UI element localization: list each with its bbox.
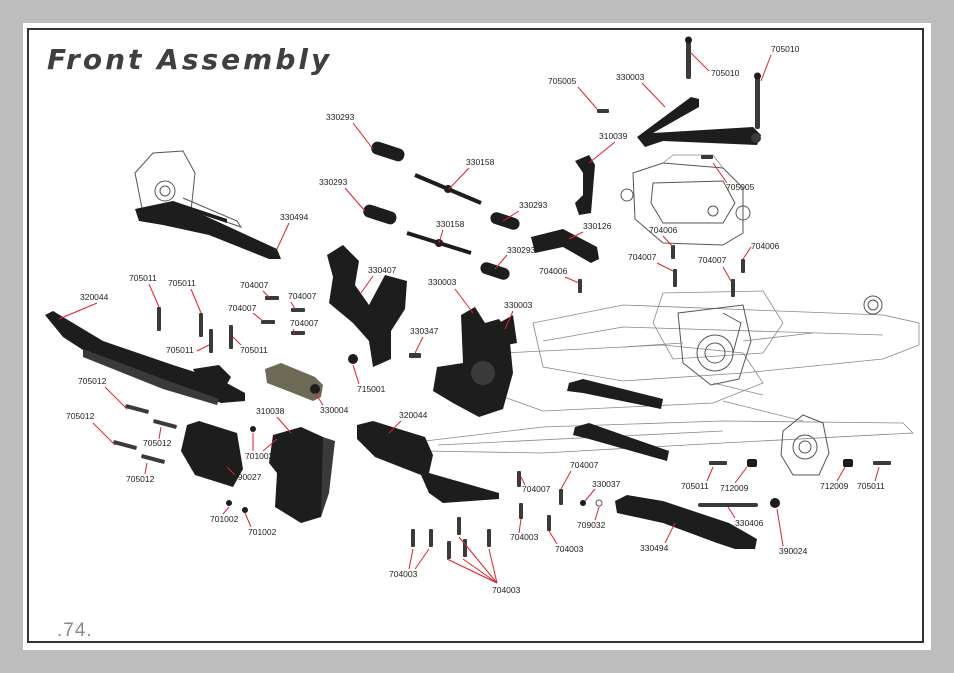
page-number: .74. bbox=[57, 620, 93, 641]
callout-label: 704003 bbox=[510, 532, 539, 542]
chassis-outline bbox=[424, 290, 920, 454]
bulkhead-310038 bbox=[269, 427, 335, 523]
callout-label: 390024 bbox=[779, 546, 808, 556]
callout-label: 704007 bbox=[240, 280, 269, 290]
callout-label: 330003 bbox=[616, 72, 645, 82]
callout-label: 704006 bbox=[649, 225, 678, 235]
callout-label: 330003 bbox=[428, 277, 457, 287]
callout-label: 705005 bbox=[548, 76, 577, 86]
upper-arm-330003 bbox=[637, 97, 761, 147]
callout-label: 705011 bbox=[129, 273, 157, 283]
callout-label: 310039 bbox=[599, 131, 628, 141]
callout-label: 705011 bbox=[166, 345, 194, 355]
callout-label: 330293 bbox=[319, 177, 348, 187]
steering-knuckle-right bbox=[780, 414, 830, 476]
differential-gearbox bbox=[622, 304, 814, 386]
instruction-sheet: Front Assembly .74. bbox=[23, 23, 931, 650]
callout-label: 704007 bbox=[570, 460, 599, 470]
callout-label: 705011 bbox=[168, 278, 196, 288]
bearing-715001 bbox=[348, 354, 358, 364]
callout-label: 330126 bbox=[583, 221, 612, 231]
callout-label: 705011 bbox=[240, 345, 268, 355]
callout-label: 390027 bbox=[233, 472, 262, 482]
callout-label: 704003 bbox=[492, 585, 521, 595]
callout-label: 330494 bbox=[280, 212, 309, 222]
page-title: Front Assembly bbox=[47, 43, 333, 76]
callout-label: 704007 bbox=[698, 255, 727, 265]
callout-label: 330407 bbox=[368, 265, 397, 275]
callout-label: 705012 bbox=[126, 474, 155, 484]
skid-plate-320044 bbox=[357, 421, 499, 503]
callout-label: 712009 bbox=[720, 483, 749, 493]
callout-label: 705012 bbox=[66, 411, 95, 421]
bulkhead-assembly-right bbox=[620, 154, 751, 246]
page-border bbox=[27, 28, 924, 643]
callout-label: 330347 bbox=[410, 326, 439, 336]
callout-label: 330293 bbox=[519, 200, 548, 210]
callout-label: 701002 bbox=[210, 514, 239, 524]
body-mount-330004 bbox=[265, 363, 323, 401]
lower-arm-330494-right bbox=[615, 495, 757, 549]
callout-label: 701002 bbox=[248, 527, 277, 537]
lower-arm-330494-left bbox=[135, 201, 281, 259]
callouts: 705010 705010 705005 330003 310039 70500… bbox=[58, 44, 885, 595]
callout-label: 320044 bbox=[399, 410, 428, 420]
callout-label: 330037 bbox=[592, 479, 621, 489]
callout-label: 704007 bbox=[522, 484, 551, 494]
callout-label: 310038 bbox=[256, 406, 285, 416]
steering-knuckle-330003 bbox=[433, 307, 517, 417]
exploded-diagram: 705010 705010 705005 330003 310039 70500… bbox=[45, 36, 920, 595]
callout-label: 704007 bbox=[228, 303, 257, 313]
callout-label: 712009 bbox=[820, 481, 849, 491]
callout-label: 705010 bbox=[771, 44, 800, 54]
callout-label: 705012 bbox=[143, 438, 172, 448]
callout-label: 705011 bbox=[681, 481, 709, 491]
hinge-pin-705010 bbox=[685, 36, 761, 129]
turnbuckle-links bbox=[363, 141, 520, 280]
callout-label: 704007 bbox=[628, 252, 657, 262]
callout-label: 330158 bbox=[466, 157, 495, 167]
callout-label: 705012 bbox=[78, 376, 107, 386]
steering-links-center bbox=[567, 379, 669, 461]
servo-mount-310039 bbox=[575, 155, 595, 215]
shock-tower-330407 bbox=[327, 245, 407, 367]
callout-label: 704006 bbox=[751, 241, 780, 251]
callout-label: 704007 bbox=[288, 291, 317, 301]
callout-label: 715001 bbox=[357, 384, 386, 394]
callout-label: 704003 bbox=[555, 544, 584, 554]
callout-label: 330003 bbox=[504, 300, 533, 310]
hinge-pin-330406 bbox=[698, 503, 758, 507]
screws-hardware bbox=[113, 109, 891, 559]
callout-label: 704003 bbox=[389, 569, 418, 579]
callout-label: 704007 bbox=[290, 318, 319, 328]
callout-label: 701002 bbox=[245, 451, 274, 461]
callout-label: 704006 bbox=[539, 266, 568, 276]
callout-label: 709032 bbox=[577, 520, 606, 530]
callout-label: 330406 bbox=[735, 518, 764, 528]
callout-label: 330004 bbox=[320, 405, 349, 415]
steering-rack-330126 bbox=[531, 229, 599, 263]
washer-390024 bbox=[770, 498, 780, 508]
callout-label: 705010 bbox=[711, 68, 740, 78]
callout-label: 705005 bbox=[726, 182, 755, 192]
bumper-320044 bbox=[45, 311, 245, 405]
callout-label: 320044 bbox=[80, 292, 109, 302]
callout-label: 705011 bbox=[857, 481, 885, 491]
callout-label: 330158 bbox=[436, 219, 465, 229]
cover-390027 bbox=[181, 421, 243, 487]
callout-label: 330293 bbox=[326, 112, 355, 122]
callout-label: 330494 bbox=[640, 543, 669, 553]
callout-label: 330293 bbox=[507, 245, 536, 255]
